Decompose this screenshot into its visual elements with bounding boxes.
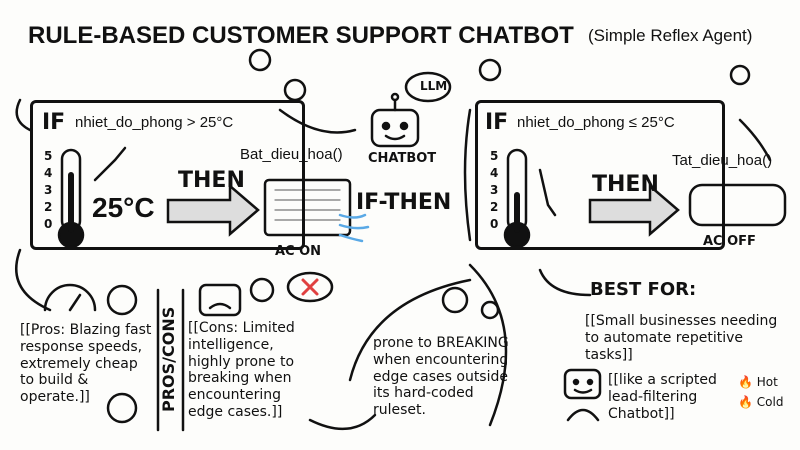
device-status: AC OFF xyxy=(703,234,756,249)
thermometer-icon xyxy=(57,148,85,249)
speedometer-icon xyxy=(43,283,97,312)
ac-unit-icon xyxy=(688,183,787,227)
llm-cloud-icon xyxy=(404,71,452,103)
then-label: THEN xyxy=(178,168,245,193)
if-label: IF xyxy=(42,110,66,135)
gear-icon xyxy=(729,64,751,86)
then-arrow-icon xyxy=(588,183,680,237)
thermometer-icon xyxy=(503,148,531,249)
speech-bubble-icon xyxy=(249,277,275,303)
broken-gear-icon xyxy=(441,286,469,314)
llm-label: LLM xyxy=(420,79,448,93)
then-label: THEN xyxy=(592,172,659,197)
action-text: Bat_dieu_hoa() xyxy=(240,146,343,163)
cons-text: [[Cons: Limited intelligence, highly pro… xyxy=(188,320,295,420)
device-status: AC ON xyxy=(275,244,322,259)
chatbot-robot-icon xyxy=(370,92,420,148)
pros-text: [[Pros: Blazing fast response speeds, ex… xyxy=(20,322,152,406)
rule-2-box xyxy=(475,100,725,250)
falling-arrow-icon xyxy=(538,168,557,217)
if-then-label: IF-THEN xyxy=(356,190,452,215)
flame-icon: 🔥 xyxy=(738,375,753,389)
example-text: [[like a scripted lead-filtering Chatbot… xyxy=(608,372,717,422)
page-title: RULE-BASED CUSTOMER SUPPORT CHATBOT xyxy=(28,22,574,49)
gear-icon xyxy=(480,300,500,320)
best-for-text: [[Small businesses needing to automate r… xyxy=(585,313,778,363)
sad-robot-icon xyxy=(198,283,242,317)
best-for-heading: BEST FOR: xyxy=(590,279,697,300)
cross-icon xyxy=(301,278,319,296)
ac-unit-icon xyxy=(263,178,352,237)
gear-icon xyxy=(478,58,502,82)
condition-text: nhiet_do_phong ≤ 25°C xyxy=(517,114,675,131)
chatbot-label: CHATBOT xyxy=(368,151,437,166)
breaking-text: prone to BREAKING when encountering edge… xyxy=(373,335,509,419)
rule-1-box xyxy=(30,100,305,250)
airflow-icon xyxy=(338,213,370,243)
temperature-value: 25°C xyxy=(92,192,155,223)
money-bag-icon xyxy=(106,392,138,424)
action-text: Tat_dieu_hoa() xyxy=(672,152,773,169)
thought-cloud-icon xyxy=(286,271,334,303)
if-label: IF xyxy=(485,110,509,135)
flame-icon: 🔥 xyxy=(738,395,753,409)
lead-tags: 🔥 Hot 🔥 Cold xyxy=(738,375,784,409)
gear-icon xyxy=(248,48,272,72)
happy-robot-icon xyxy=(563,368,602,422)
gear-icon xyxy=(283,78,307,102)
pros-cons-label: PROS/CONS xyxy=(159,306,178,412)
then-arrow-icon xyxy=(166,183,260,237)
condition-text: nhiet_do_phong > 25°C xyxy=(75,114,234,131)
money-bag-icon xyxy=(106,284,138,316)
rising-arrow-icon xyxy=(93,146,127,182)
page-subtitle: (Simple Reflex Agent) xyxy=(588,26,753,45)
